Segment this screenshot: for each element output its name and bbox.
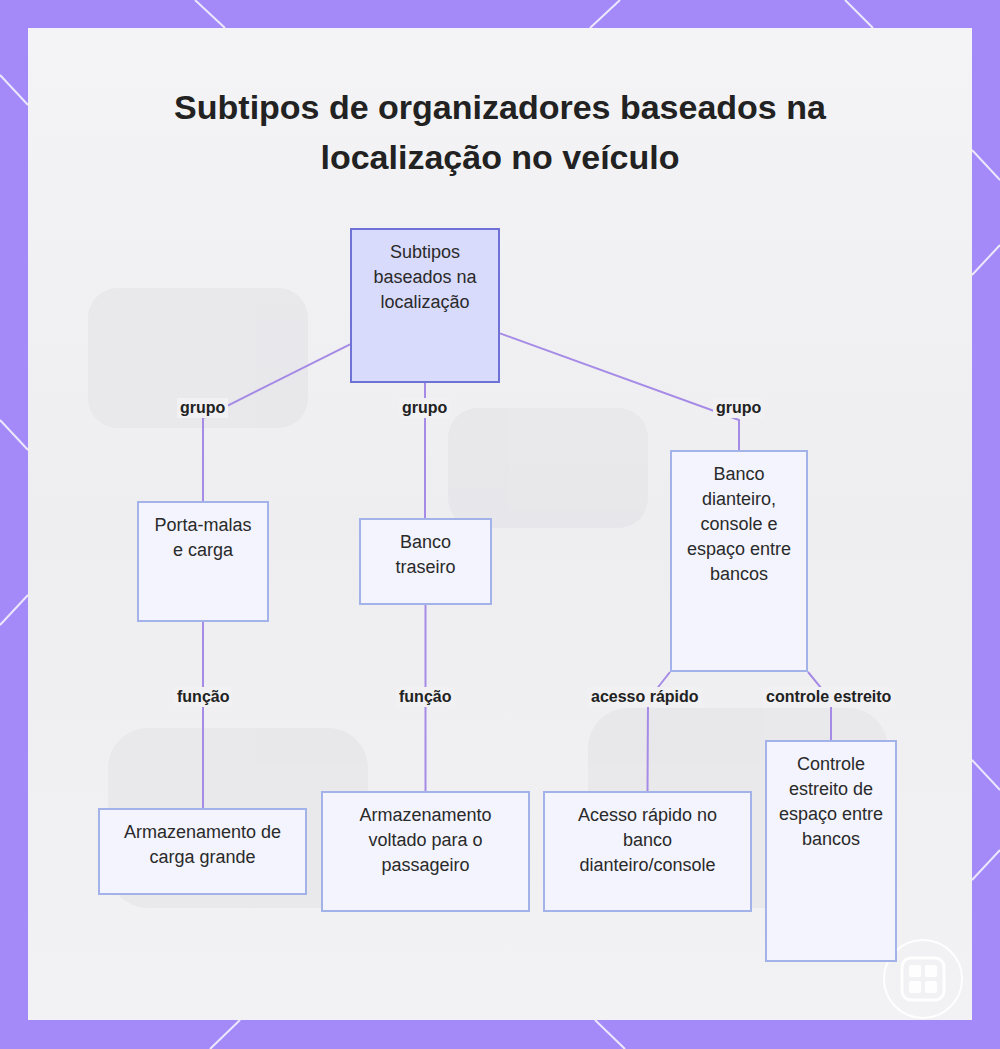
category-box: Armazenamento de carga grande <box>98 808 307 895</box>
edge-label: controle estreito <box>763 687 894 707</box>
box-text: Porta-malas e carga <box>149 513 257 563</box>
category-box: Porta-malas e carga <box>137 501 269 622</box>
category-box: Banco dianteiro, console e espaço entre … <box>670 450 808 672</box>
category-box: Controle estreito de espaço entre bancos <box>765 740 897 962</box>
edge-label: função <box>396 687 454 707</box>
edge-label: grupo <box>177 398 228 418</box>
box-text: Armazenamento de carga grande <box>110 820 295 870</box>
box-text: Acesso rápido no banco dianteiro/console <box>555 803 740 878</box>
category-box: Banco traseiro <box>359 518 492 605</box>
edge-label: grupo <box>713 398 764 418</box>
box-text: Banco traseiro <box>371 530 480 580</box>
edge-label: função <box>174 687 232 707</box>
diagram-title: Subtipos de organizadores baseados na lo… <box>150 82 850 182</box>
root-box: Subtipos baseados na localização <box>350 228 500 383</box>
connector-line <box>500 333 739 450</box>
category-box: Acesso rápido no banco dianteiro/console <box>543 791 752 912</box>
category-box: Armazenamento voltado para o passageiro <box>321 791 530 912</box>
box-text: Banco dianteiro, console e espaço entre … <box>682 462 796 587</box>
edge-label: acesso rápido <box>588 687 702 707</box>
box-text: Subtipos baseados na localização <box>362 240 488 315</box>
connector-line <box>203 344 350 501</box>
box-text: Controle estreito de espaço entre bancos <box>777 752 885 852</box>
box-text: Armazenamento voltado para o passageiro <box>333 803 518 878</box>
connector-line <box>202 622 204 808</box>
edge-label: grupo <box>399 398 450 418</box>
